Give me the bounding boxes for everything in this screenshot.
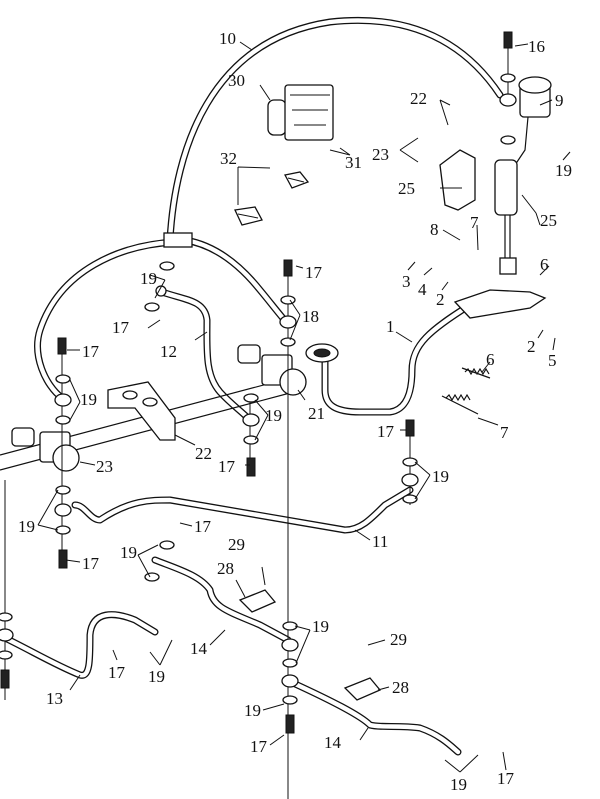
three-way-joint-21 (237, 344, 307, 396)
brake-hose-16 (289, 679, 462, 756)
callout-17: 16 (528, 37, 545, 56)
callout-17: 17 (218, 457, 236, 476)
callout-29: 29 (390, 630, 407, 649)
mounting-plate-26 (439, 149, 476, 211)
callout-17: 17 (305, 263, 323, 282)
bolt-stack (0, 31, 517, 799)
spring-6 (461, 367, 491, 379)
proportioning-valve-30 (267, 84, 334, 141)
callout-15: 14 (190, 639, 208, 658)
hose-clip-32-lower (234, 206, 263, 226)
callout-27: 25 (540, 211, 557, 230)
callout-17: 17 (377, 422, 395, 441)
callout-19: 18 (302, 307, 319, 326)
callout-10: 8 (430, 220, 439, 239)
brake-hose-12 (166, 16, 504, 244)
callout-4: 4 (418, 280, 427, 299)
callout-31: 31 (345, 153, 362, 172)
brake-hose-14-lower (1, 611, 159, 679)
hose-junction-block (163, 232, 193, 248)
callout-11: 9 (555, 91, 564, 110)
brake-hose-15 (151, 556, 292, 644)
brake-pedal (305, 289, 547, 416)
callout-17: 17 (82, 554, 100, 573)
callout-5: 5 (548, 351, 557, 370)
callout-14: 12 (160, 342, 177, 361)
callout-19: 19 (312, 617, 329, 636)
hose-clip-32-upper (284, 171, 310, 189)
callout-28: 28 (392, 678, 409, 697)
leader-lines (37, 41, 571, 773)
callout-23: 23 (96, 457, 113, 476)
callout-labels: 10 16 9 19 22 23 25 25 30 31 32 8 7 6 3 … (18, 29, 572, 794)
callout-32: 32 (220, 149, 237, 168)
callout-30: 30 (228, 71, 245, 90)
hose-clamp-28-upper (238, 589, 277, 613)
callout-13: 11 (372, 532, 388, 551)
hose-clamp-28-lower (343, 677, 382, 701)
callout-19: 19 (120, 543, 137, 562)
callout-17: 17 (112, 318, 130, 337)
callout-17: 17 (108, 663, 126, 682)
callout-19: 19 (148, 667, 165, 686)
callout-14: 13 (46, 689, 63, 708)
callout-20: 19 (555, 161, 572, 180)
master-cylinder (494, 159, 518, 275)
callout-26: 25 (398, 179, 415, 198)
callout-19: 19 (18, 517, 35, 536)
callout-9: 7 (470, 213, 479, 232)
callout-12: 10 (219, 29, 236, 48)
callout-19: 19 (244, 701, 261, 720)
brake-hose-right-upper (181, 236, 291, 327)
bracket-22 (107, 381, 176, 441)
callout-29: 29 (228, 535, 245, 554)
callout-28: 28 (217, 559, 234, 578)
callout-8: 6 (540, 255, 549, 274)
brake-hose-left-upper (34, 238, 179, 402)
callout-21: 21 (308, 404, 325, 423)
callout-2: 2 (527, 337, 536, 356)
callout-7: 7 (500, 423, 509, 442)
callout-19: 19 (265, 406, 282, 425)
callout-19: 19 (80, 390, 97, 409)
callout-17: 17 (194, 517, 212, 536)
callout-2: 2 (436, 290, 445, 309)
callout-25: 22 (410, 89, 427, 108)
callout-18: 17 (250, 737, 268, 756)
brake-hose-13 (71, 486, 414, 534)
callout-19: 19 (140, 269, 157, 288)
banjo-fitting (155, 285, 167, 297)
reservoir-11 (514, 76, 552, 166)
spring-7 (441, 393, 479, 415)
callout-19: 19 (432, 467, 449, 486)
callout-19: 19 (450, 775, 467, 794)
callout-17: 17 (82, 342, 100, 361)
callout-22: 22 (195, 444, 212, 463)
callout-25: 23 (372, 145, 389, 164)
callout-17: 17 (497, 769, 515, 788)
callout-6: 6 (486, 350, 495, 369)
callout-1: 1 (386, 317, 395, 336)
callout-16: 14 (324, 733, 342, 752)
brake-hose-14-upper (158, 288, 254, 424)
callout-3: 3 (402, 272, 411, 291)
